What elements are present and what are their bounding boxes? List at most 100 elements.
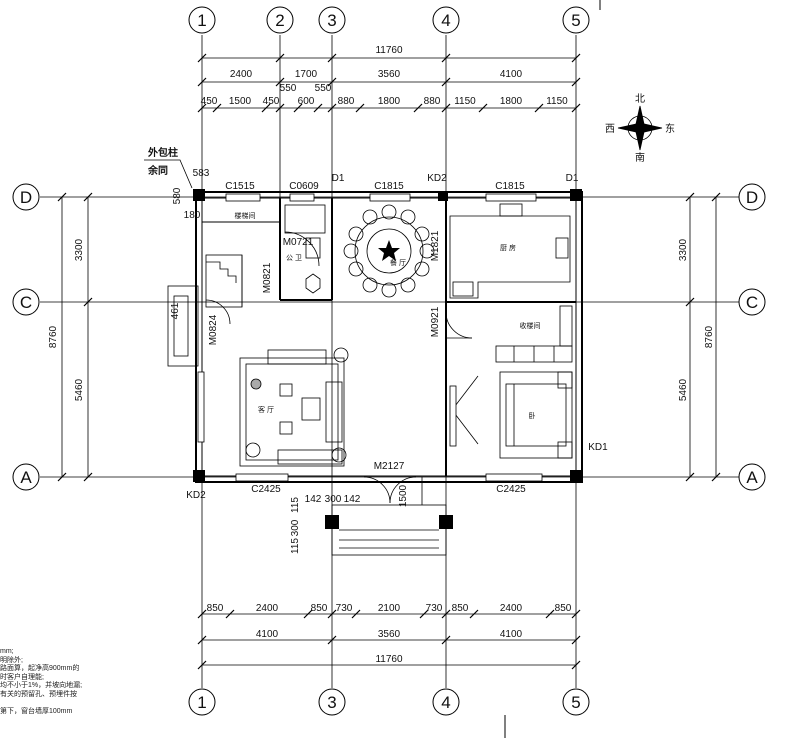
axis-label-3-top: 3	[327, 11, 336, 30]
axis-label-C-left: C	[20, 293, 32, 312]
dim-bottom-r1-3: 730	[336, 603, 353, 614]
door-M2127: M2127	[374, 461, 405, 472]
dim-right-5460: 5460	[678, 378, 689, 401]
room-kitchen: 厨 房	[500, 243, 516, 252]
dim-left-5460: 5460	[74, 378, 85, 401]
dim-bottom-r1-8: 850	[555, 603, 572, 614]
note-line	[0, 700, 95, 709]
dim-bottom-r1-0: 850	[207, 603, 224, 614]
dim-top-r2-3: 550	[280, 83, 297, 94]
compass-north: 北	[635, 93, 645, 105]
axis-label-5-top: 5	[571, 11, 580, 30]
dim-top-r2-8: 880	[424, 96, 441, 107]
axis-label-1-top: 1	[197, 11, 206, 30]
dim-bottom-total: 11760	[375, 654, 403, 665]
note-line: 第下，窗台墙厚100mm	[0, 708, 73, 716]
note-line: 均不小于1%，并坡向地漏;	[0, 682, 83, 690]
dim-left-8760: 8760	[48, 325, 59, 348]
dim-300a: 300	[290, 519, 301, 536]
door-M0824: M0824	[208, 314, 219, 345]
room-bedroom: 卧	[529, 412, 536, 420]
axis-label-A-left: A	[20, 468, 32, 487]
annotation-line2: 余同	[147, 164, 168, 177]
column-tag-KD1: KD1	[588, 442, 608, 453]
dim-right-3300: 3300	[678, 238, 689, 261]
dim-top-3560: 3560	[378, 69, 401, 80]
dim-bottom-r1-6: 850	[452, 603, 469, 614]
dim-bottom-r1-7: 2400	[500, 603, 523, 614]
dim-580: 580	[172, 187, 183, 204]
dim-1500: 1500	[398, 484, 409, 507]
column-tag-KD2-bottom: KD2	[186, 490, 206, 501]
dim-180: 180	[184, 210, 201, 221]
dim-142b: 142	[344, 494, 361, 505]
column-tag-D1-right: D1	[566, 173, 579, 184]
window-C2425-left: C2425	[251, 484, 281, 495]
dim-top-r2-7: 1800	[378, 96, 401, 107]
door-M1821: M1821	[430, 230, 441, 261]
dim-top-r2-6: 880	[338, 96, 355, 107]
compass-south: 南	[635, 151, 645, 164]
dim-142a: 142	[305, 494, 322, 505]
dim-right-8760: 8760	[704, 325, 715, 348]
compass-east: 东	[665, 122, 675, 135]
dim-top-r2-11: 1150	[546, 96, 568, 107]
axis-label-C-right: C	[746, 293, 758, 312]
axis-label-1-bottom: 1	[197, 693, 206, 712]
dim-bottom-r1-5: 730	[426, 603, 443, 614]
axis-label-5-bottom: 5	[571, 693, 580, 712]
dim-583: 583	[193, 168, 210, 179]
dim-top-r2-1: 1500	[229, 96, 252, 107]
note-line: 明除外;	[0, 656, 23, 664]
note-line: 时客户自理能;	[0, 673, 44, 681]
dim-bottom-4100-right: 4100	[500, 629, 523, 640]
dim-bottom-r1-4: 2100	[378, 603, 401, 614]
note-line: 有关的预留孔、预埋件按	[0, 690, 77, 698]
dim-bottom-r1-1: 2400	[256, 603, 279, 614]
room-storage: 收楼间	[520, 321, 541, 330]
axis-label-4-bottom: 4	[441, 693, 450, 712]
window-C2425-right: C2425	[496, 484, 526, 495]
annotation-line1: 外包柱	[147, 146, 178, 159]
dim-top-r2-10: 1800	[500, 96, 523, 107]
dim-115b: 115	[290, 538, 301, 554]
room-toilet: 公 卫	[286, 254, 302, 262]
dim-115a: 115	[290, 497, 301, 513]
axis-label-D-right: D	[746, 188, 758, 207]
window-C1815-kitchen: C1815	[495, 181, 525, 192]
axis-label-A-right: A	[746, 468, 758, 487]
door-M0821: M0821	[262, 262, 273, 293]
column-tag-D1-left: D1	[332, 173, 345, 184]
dim-bottom-r1-2: 850	[311, 603, 328, 614]
dim-top-2400: 2400	[230, 69, 253, 80]
dim-top-r2-0: 450	[201, 96, 218, 107]
axis-label-2-top: 2	[275, 11, 284, 30]
window-C1815-dining: C1815	[374, 181, 404, 192]
dim-top-r2-9: 1150	[454, 96, 476, 107]
dim-461: 461	[170, 302, 181, 319]
door-M0921: M0921	[430, 306, 441, 337]
axis-label-3-bottom: 3	[327, 693, 336, 712]
dim-top-total: 11760	[375, 45, 403, 56]
room-dining: 餐 厅	[390, 258, 406, 267]
dim-300b: 300	[325, 494, 342, 505]
dim-top-r2-4: 600	[298, 96, 315, 107]
dim-top-4100: 4100	[500, 69, 523, 80]
window-C1515: C1515	[225, 181, 255, 192]
dim-left-3300: 3300	[74, 238, 85, 261]
note-line: mm;	[0, 648, 14, 655]
door-M0721: M0721	[283, 237, 314, 248]
dim-top-r2-2: 450	[263, 96, 280, 107]
dim-bottom-3560: 3560	[378, 629, 401, 640]
window-C0609: C0609	[289, 181, 319, 192]
dim-bottom-4100-left: 4100	[256, 629, 279, 640]
dim-top-r2-5: 550	[315, 83, 332, 94]
note-line: 路面算，起净高900mm的	[0, 665, 80, 673]
room-living: 客 厅	[258, 405, 274, 414]
axis-label-4-top: 4	[441, 11, 450, 30]
room-stairs: 楼梯间	[235, 211, 256, 220]
dim-top-1700: 1700	[295, 69, 318, 80]
design-notes: mm; 明除外; 路面算，起净高900mm的 时客户自理能; 均不小于1%，并坡…	[0, 648, 95, 717]
axis-label-D-left: D	[20, 188, 32, 207]
